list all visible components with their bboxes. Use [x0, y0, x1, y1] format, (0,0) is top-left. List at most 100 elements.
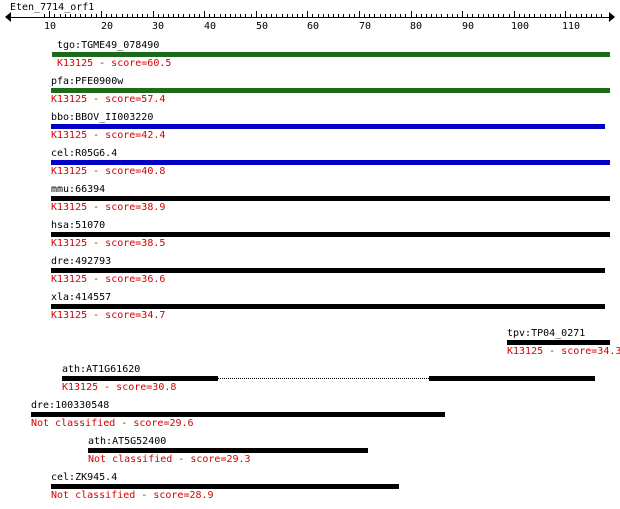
ruler-tick	[220, 14, 221, 17]
hit-score-label[interactable]: K13125 - score=40.8	[51, 166, 166, 177]
hit-bar[interactable]	[51, 232, 610, 237]
ruler-tick	[488, 14, 489, 17]
ruler-tick-label: 40	[204, 21, 217, 32]
ruler-tick	[101, 11, 102, 17]
hit-score-label[interactable]: K13125 - score=34.3	[507, 346, 620, 357]
ruler-tick	[153, 11, 154, 17]
ruler-tick	[529, 14, 530, 17]
ruler-tick	[601, 14, 602, 17]
hit-gene-label[interactable]: dre:492793	[51, 256, 112, 267]
hit-bar[interactable]	[51, 160, 610, 165]
ruler-tick	[116, 14, 117, 17]
ruler-tick	[545, 14, 546, 17]
hit-score-label[interactable]: K13125 - score=38.5	[51, 238, 166, 249]
ruler-tick	[431, 14, 432, 17]
hit-score-label[interactable]: K13125 - score=34.7	[51, 310, 166, 321]
hit-score-label[interactable]: K13125 - score=36.6	[51, 274, 166, 285]
ruler-tick	[312, 14, 313, 17]
ruler-tick-label: 80	[410, 21, 423, 32]
hit-bar[interactable]	[51, 88, 610, 93]
ruler-tick	[204, 11, 205, 17]
ruler-tick	[395, 14, 396, 17]
hit-bar[interactable]	[507, 340, 610, 345]
hit-score-label[interactable]: K13125 - score=57.4	[51, 94, 166, 105]
hit-gene-label[interactable]: dre:100330548	[31, 400, 110, 411]
ruler-tick	[323, 14, 324, 17]
ruler-tick	[199, 14, 200, 17]
ruler-tick	[307, 11, 308, 17]
hit-gene-label[interactable]: tpv:TP04_0271	[507, 328, 586, 339]
ruler-tick	[163, 14, 164, 17]
ruler-tick	[359, 11, 360, 17]
hit-bar[interactable]	[51, 484, 399, 489]
ruler-tick-label: 100	[511, 21, 530, 32]
ruler-tick	[426, 14, 427, 17]
hit-score-label[interactable]: K13125 - score=42.4	[51, 130, 166, 141]
hit-gene-label[interactable]: ath:AT1G61620	[62, 364, 141, 375]
hit-gene-label[interactable]: bbo:BBOV_II003220	[51, 112, 154, 123]
ruler-tick	[173, 14, 174, 17]
hit-score-label[interactable]: Not classified - score=28.9	[51, 490, 214, 501]
hit-bar[interactable]	[52, 52, 610, 57]
ruler-tick	[168, 14, 169, 17]
ruler-tick-label: 70	[359, 21, 372, 32]
ruler-tick	[147, 14, 148, 17]
ruler-tick	[343, 14, 344, 17]
ruler-tick	[385, 14, 386, 17]
query-name: Eten_7714_orf1	[10, 2, 95, 13]
hit-gene-label[interactable]: pfa:PFE0900w	[51, 76, 124, 87]
ruler-tick	[302, 14, 303, 17]
hit-bar[interactable]	[51, 124, 605, 129]
ruler-line	[10, 17, 610, 18]
hit-gene-label[interactable]: mmu:66394	[51, 184, 106, 195]
hit-bar[interactable]	[51, 196, 610, 201]
ruler-tick	[142, 14, 143, 17]
ruler-tick	[240, 14, 241, 17]
hit-gene-label[interactable]: cel:ZK945.4	[51, 472, 118, 483]
ruler-tick	[287, 14, 288, 17]
ruler-tick	[158, 14, 159, 17]
ruler-tick	[509, 14, 510, 17]
hit-score-label[interactable]: K13125 - score=60.5	[57, 58, 172, 69]
ruler-tick	[282, 14, 283, 17]
hit-gap-connector	[218, 378, 429, 379]
ruler-tick	[364, 14, 365, 17]
hit-gene-label[interactable]: hsa:51070	[51, 220, 106, 231]
hit-score-label[interactable]: Not classified - score=29.6	[31, 418, 194, 429]
hit-score-label[interactable]: K13125 - score=38.9	[51, 202, 166, 213]
ruler-tick	[214, 14, 215, 17]
hit-bar[interactable]	[31, 412, 445, 417]
ruler-tick	[122, 14, 123, 17]
hit-bar[interactable]	[51, 268, 605, 273]
hit-gene-label[interactable]: cel:R05G6.4	[51, 148, 118, 159]
ruler-tick	[85, 14, 86, 17]
ruler-tick-label: 90	[462, 21, 475, 32]
ruler-tick-label: 50	[256, 21, 269, 32]
hit-bar[interactable]	[62, 376, 218, 381]
ruler-tick	[75, 14, 76, 17]
hit-score-label[interactable]: Not classified - score=29.3	[88, 454, 251, 465]
ruler-tick-label: 20	[101, 21, 114, 32]
ruler-tick	[555, 14, 556, 17]
hit-score-label[interactable]: K13125 - score=30.8	[62, 382, 177, 393]
ruler-tick	[70, 14, 71, 17]
ruler-tick	[591, 14, 592, 17]
ruler-tick	[519, 14, 520, 17]
ruler-tick	[65, 14, 66, 17]
hit-bar[interactable]	[88, 448, 368, 453]
ruler-tick	[565, 11, 566, 17]
ruler-tick	[421, 14, 422, 17]
hit-bar[interactable]	[429, 376, 595, 381]
ruler-tick	[230, 14, 231, 17]
ruler-tick	[80, 14, 81, 17]
ruler-tick	[292, 14, 293, 17]
hit-gene-label[interactable]: xla:414557	[51, 292, 112, 303]
ruler-tick	[127, 14, 128, 17]
ruler-tick	[581, 14, 582, 17]
ruler-tick	[374, 14, 375, 17]
ruler-tick	[132, 14, 133, 17]
hit-gene-label[interactable]: ath:AT5G52400	[88, 436, 167, 447]
hit-bar[interactable]	[51, 304, 605, 309]
hit-gene-label[interactable]: tgo:TGME49_078490	[57, 40, 160, 51]
